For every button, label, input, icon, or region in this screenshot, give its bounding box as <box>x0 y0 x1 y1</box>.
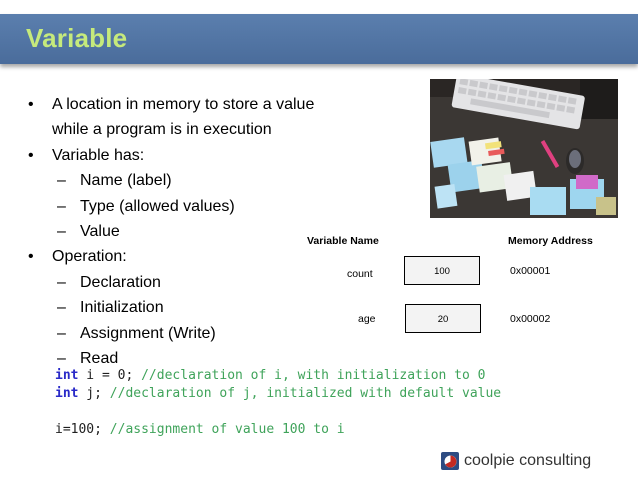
sub-bullet-text: Read <box>80 350 119 368</box>
brand-logo: coolpie consulting <box>441 450 591 472</box>
bullet-text: Operation: <box>52 248 127 266</box>
code-snippet: int i = 0; //declaration of i, with init… <box>55 367 501 439</box>
sub-bullet-text: Value <box>80 223 120 241</box>
brand-name: coolpie consulting <box>464 452 592 469</box>
sub-bullet-item: –Name (label) <box>57 172 172 190</box>
memory-address-header: Memory Address <box>508 235 593 247</box>
memory-cell-age: 20 <box>405 304 481 333</box>
bullet-continuation: while a program is in execution <box>24 117 314 142</box>
code-line: int i = 0; //declaration of i, with init… <box>55 367 501 385</box>
code-line: i=100; //assignment of value 100 to i <box>55 421 501 439</box>
bullet-item: •A location in memory to store a value <box>28 96 315 113</box>
bullet-list: •A location in memory to store a value w… <box>24 92 314 371</box>
sub-bullet-item: –Initialization <box>57 299 164 317</box>
sub-bullet-text: Type (allowed values) <box>80 197 235 215</box>
code-line: int j; //declaration of j, initialized w… <box>55 385 501 403</box>
desk-photo-illustration <box>430 79 618 218</box>
code-statement: i=100; <box>55 422 110 437</box>
variable-name-header: Variable Name <box>307 235 379 247</box>
sub-bullet-item: –Read <box>57 350 119 368</box>
sub-bullet-text: Assignment (Write) <box>80 324 216 342</box>
coolpie-pie-icon <box>441 452 459 470</box>
code-keyword: int <box>55 386 79 401</box>
bullet-text: while a program is in execution <box>52 121 272 139</box>
sub-bullet-item: –Value <box>57 223 120 241</box>
code-blank-line <box>55 403 501 421</box>
code-statement: i = 0; <box>78 368 142 383</box>
sub-bullet-text: Initialization <box>80 299 164 317</box>
memory-cell-count: 100 <box>404 256 480 285</box>
code-statement: j; <box>78 386 110 401</box>
code-comment: //declaration of i, with initialization … <box>141 368 486 383</box>
sub-bullet-item: –Type (allowed values) <box>57 197 235 215</box>
bullet-text: Variable has: <box>52 146 145 164</box>
code-comment: //assignment of value 100 to i <box>109 422 345 437</box>
bullet-text: A location in memory to store a value <box>52 96 315 113</box>
code-comment: //declaration of j, initialized with def… <box>109 386 502 401</box>
slide-title: Variable <box>26 23 128 53</box>
variable-name-count: count <box>347 268 373 280</box>
desk-keyboard-photo <box>430 79 618 218</box>
title-bar: Variable <box>0 14 638 64</box>
bullet-item: •Variable has: <box>28 146 145 164</box>
sub-bullet-item: –Declaration <box>57 273 161 291</box>
bullet-item: •Operation: <box>28 248 127 266</box>
sub-bullet-text: Declaration <box>80 273 161 291</box>
code-keyword: int <box>55 368 79 383</box>
memory-address-count: 0x00001 <box>510 265 551 277</box>
sub-bullet-text: Name (label) <box>80 172 172 190</box>
memory-address-age: 0x00002 <box>510 313 551 325</box>
variable-name-age: age <box>358 313 376 325</box>
sub-bullet-item: –Assignment (Write) <box>57 324 216 342</box>
